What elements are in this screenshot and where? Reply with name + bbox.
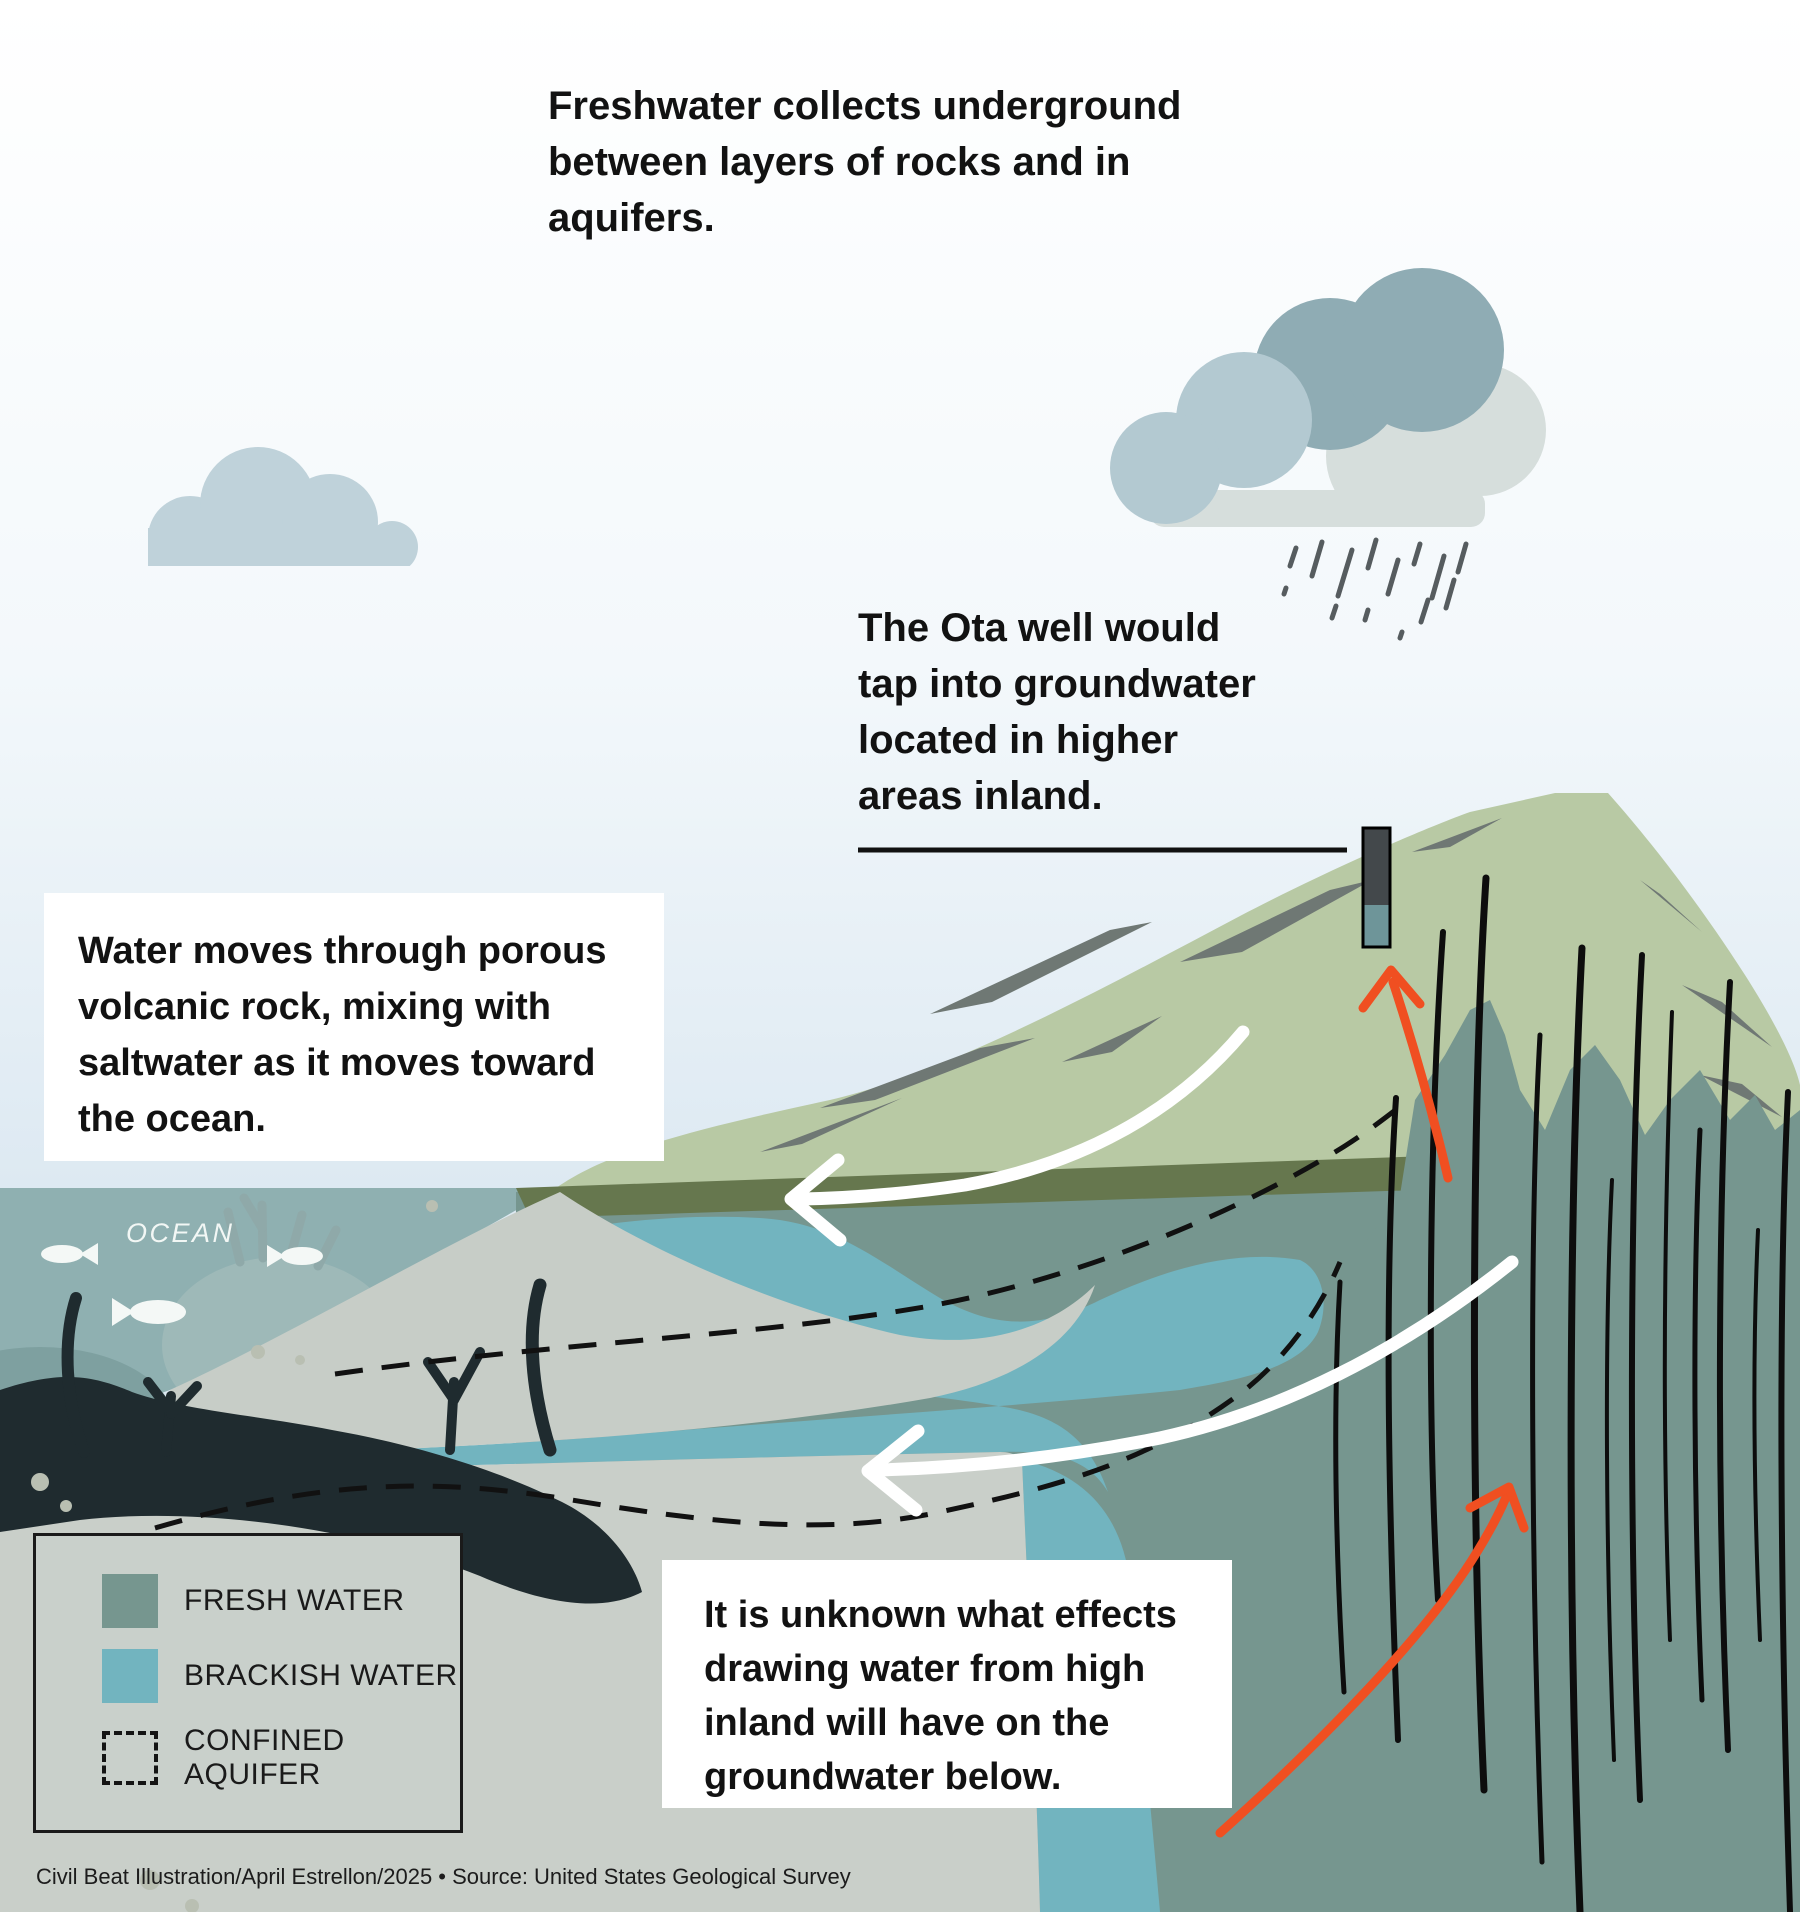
confined-aquifer-dashed-line-upper [334, 1106, 1400, 1377]
orange-arrow-well [1358, 965, 1453, 1183]
confined-aquifer-swatch-icon [102, 1731, 158, 1785]
rain-streaks [1281, 537, 1469, 641]
fish-icon [112, 1298, 186, 1326]
cloud-icon [148, 447, 418, 566]
fish-icon [267, 1245, 323, 1267]
legend-label: BRACKISH WATER [184, 1659, 458, 1692]
volcanic-dike-lines [1333, 874, 1793, 1912]
legend-label: FRESH WATER [184, 1584, 405, 1617]
credit-line: Civil Beat Illustration/April Estrellon/… [36, 1864, 851, 1889]
intro-text: Freshwater collects underground between … [548, 84, 1182, 240]
pebbles [31, 1200, 438, 1912]
legend-item-brackish-water: BRACKISH WATER [102, 1649, 460, 1703]
seaweed-blades-icon [61, 1278, 557, 1458]
unknown-effects-callout-box: It is unknown what effects drawing water… [662, 1560, 1232, 1808]
legend-item-fresh-water: FRESH WATER [102, 1574, 460, 1628]
seaweed-reef-silhouette [0, 1377, 642, 1604]
rain-cloud-icon [1110, 268, 1546, 527]
fish-icons [41, 1243, 323, 1326]
fish-icon [41, 1243, 98, 1265]
ocean-label: OCEAN [126, 1218, 235, 1248]
white-flow-arrow-lower [861, 1255, 1519, 1517]
white-flow-arrow-upper [784, 1025, 1250, 1247]
orange-arrow-deep [1215, 1482, 1529, 1838]
unknown-effects-callout-text: It is unknown what effects drawing water… [704, 1594, 1177, 1798]
legend-item-confined-aquifer: CONFINED AQUIFER [102, 1724, 460, 1792]
ota-well-callout: The Ota well would tap into groundwater … [858, 606, 1256, 818]
brackish-water-swatch [102, 1649, 158, 1703]
well-marker [1361, 826, 1392, 949]
porous-rock-callout-text: Water moves through porous volcanic rock… [78, 930, 607, 1140]
fresh-water-swatch [102, 1574, 158, 1628]
legend-label: CONFINED AQUIFER [184, 1724, 345, 1791]
confined-aquifer-dashed-line-lower [154, 1261, 1343, 1531]
legend: FRESH WATER BRACKISH WATER CONFINED AQUI… [33, 1533, 463, 1833]
caprock-layer [170, 1192, 1095, 1458]
porous-rock-callout-box: Water moves through porous volcanic rock… [44, 893, 664, 1161]
